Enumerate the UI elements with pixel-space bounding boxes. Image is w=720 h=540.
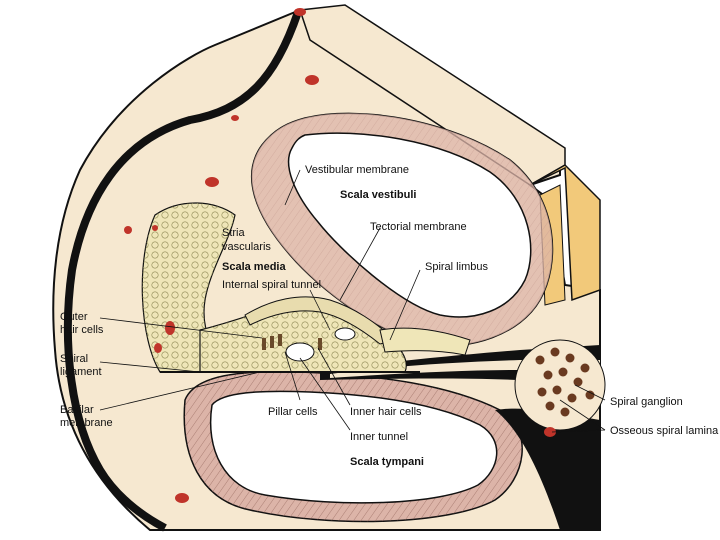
scala-tympani-cavity xyxy=(209,390,498,504)
spiral-limbus xyxy=(379,327,471,356)
scala-vestibuli-cavity xyxy=(287,132,532,318)
label-inner-hair-cells: Inner hair cells xyxy=(350,406,422,418)
label-spiral-ganglion: Spiral ganglion xyxy=(610,396,683,408)
label-outer-hair-cells-line1: Outer xyxy=(60,311,88,323)
label-scala-tympani: Scala tympani xyxy=(350,456,424,468)
inner-tunnel-space xyxy=(285,342,315,362)
label-spiral-ligament-line1: Spiral xyxy=(60,353,88,365)
label-scala-media: Scala media xyxy=(222,261,286,273)
label-spiral-limbus: Spiral limbus xyxy=(425,261,488,273)
label-internal-spiral-tunnel: Internal spiral tunnel xyxy=(222,279,321,291)
label-osseous-spiral-lamina: Osseous spiral lamina xyxy=(610,425,719,437)
outer-dark-edge xyxy=(63,10,302,532)
blood-vessels xyxy=(124,8,556,503)
label-scala-vestibuli: Scala vestibuli xyxy=(340,189,416,201)
label-tectorial-membrane: Tectorial membrane xyxy=(370,221,467,233)
leader-lines xyxy=(99,169,606,433)
spiral-ganglion xyxy=(514,339,606,431)
internal-spiral-tunnel-space xyxy=(334,327,356,341)
label-spiral-ligament-line2: ligament xyxy=(60,366,102,378)
label-inner-tunnel: Inner tunnel xyxy=(350,431,408,443)
label-stria-vascularis-line1: Stria xyxy=(222,227,246,239)
right-bone-block xyxy=(529,164,601,302)
lamina-lower-curve xyxy=(495,408,600,530)
hair-cells xyxy=(262,334,322,350)
label-vestibular-membrane: Vestibular membrane xyxy=(305,164,409,176)
label-stria-vascularis-line2: vascularis xyxy=(222,241,271,253)
label-basilar-membrane-line2: membrane xyxy=(60,417,113,429)
label-basilar-membrane-line1: Basilar xyxy=(60,404,94,416)
label-outer-hair-cells-line2: hair cells xyxy=(60,324,104,336)
label-pillar-cells: Pillar cells xyxy=(268,406,318,418)
